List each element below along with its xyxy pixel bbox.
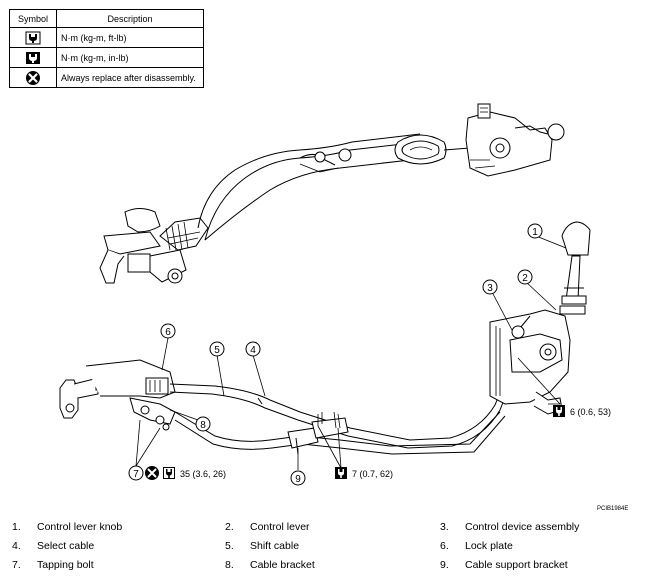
part-item: 1.Control lever knob — [12, 521, 123, 533]
figure-code: PCIB1984E — [597, 506, 629, 512]
callout-1: 1 — [527, 223, 543, 239]
svg-text:4: 4 — [250, 345, 256, 356]
svg-text:6 (0.6, 53): 6 (0.6, 53) — [570, 407, 611, 417]
part-item: 6.Lock plate — [440, 540, 513, 552]
svg-text:9: 9 — [295, 474, 301, 485]
always-replace-icon — [147, 468, 157, 478]
svg-text:7: 7 — [133, 469, 139, 480]
svg-text:7 (0.7, 62): 7 (0.7, 62) — [352, 469, 393, 479]
torque-lock-plate: 35 (3.6, 26) — [145, 466, 226, 480]
svg-text:3: 3 — [487, 283, 493, 294]
callout-4: 4 — [245, 341, 261, 357]
svg-text:2: 2 — [522, 273, 528, 284]
torque-wrench-inlb-icon — [553, 405, 565, 417]
torque-wrench-inlb-icon — [335, 467, 347, 479]
callout-8: 8 — [195, 416, 211, 432]
legend-row: Always replace after disassembly. — [9, 67, 204, 88]
torque-wrench-icon — [163, 467, 175, 479]
part-item: 9.Cable support bracket — [440, 559, 568, 571]
svg-text:8: 8 — [200, 420, 206, 431]
part-item: 5.Shift cable — [225, 540, 300, 552]
legend-row: N·m (kg-m, in-lb) — [9, 47, 204, 68]
part-item: 8.Cable bracket — [225, 559, 315, 571]
always-replace-icon — [26, 70, 40, 85]
callout-6: 6 — [160, 323, 176, 339]
torque-wrench-icon — [25, 31, 41, 44]
callout-5: 5 — [209, 341, 225, 357]
callout-3: 3 — [482, 279, 498, 295]
part-item: 4.Select cable — [12, 540, 95, 552]
legend-description: Always replace after disassembly. — [56, 67, 204, 88]
callout-9: 9 — [290, 470, 306, 486]
svg-text:5: 5 — [214, 345, 220, 356]
part-item: 7.Tapping bolt — [12, 559, 94, 571]
legend-table: Symbol Description N·m (kg-m, ft-lb) N·m… — [9, 9, 204, 88]
svg-text:35 (3.6, 26): 35 (3.6, 26) — [180, 469, 226, 479]
torque-wrench-inlb-icon — [26, 51, 40, 64]
legend-header-row: Symbol Description — [9, 9, 204, 28]
part-item: 2.Control lever — [225, 521, 310, 533]
svg-text:1: 1 — [532, 227, 538, 238]
part-item: 3.Control device assembly — [440, 521, 580, 533]
torque-cable-bracket: 7 (0.7, 62) — [335, 467, 393, 479]
detailed-assembly — [59, 221, 591, 455]
callout-2: 2 — [517, 269, 533, 285]
torque-control-device: 6 (0.6, 53) — [553, 405, 611, 417]
overview-assembly — [99, 103, 565, 284]
leader-lines — [135, 235, 567, 470]
svg-text:6: 6 — [165, 327, 171, 338]
callout-7: 7 — [128, 465, 144, 481]
